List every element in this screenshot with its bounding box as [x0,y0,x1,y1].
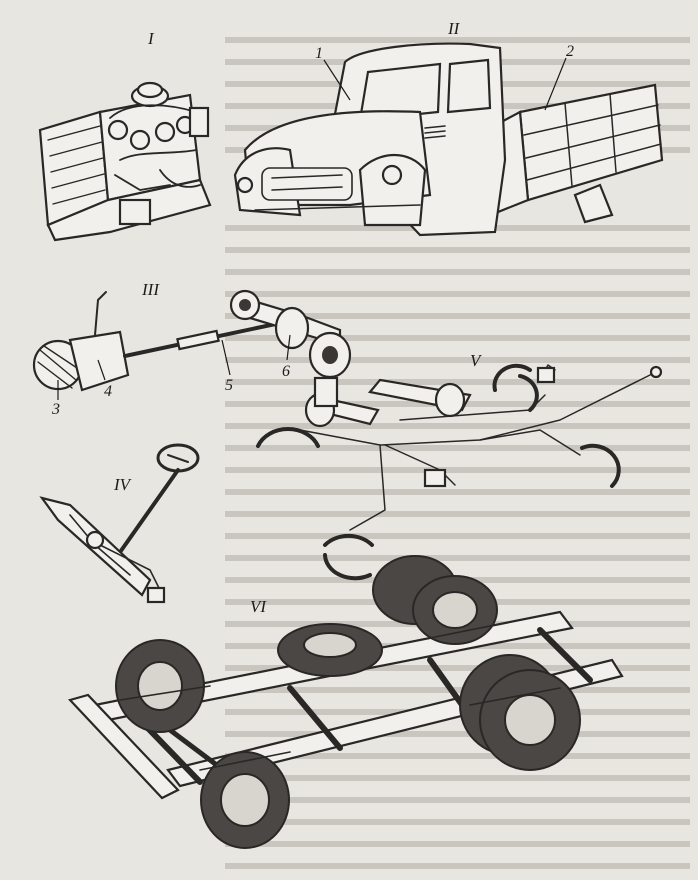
label-section-steering: IV [113,475,133,494]
brake-system-illustration [256,363,663,581]
callout-5: 5 [225,377,233,394]
cab-and-body-illustration [233,42,664,237]
label-section-cab-body: II [447,19,461,38]
label-section-chassis: VI [250,597,267,616]
callout-3: 3 [51,401,60,418]
callout-4: 4 [104,383,112,400]
callout-1: 1 [315,45,323,62]
chassis-illustration [67,555,624,849]
label-section-transmission: III [141,280,160,299]
engine-illustration [38,81,212,242]
transmission-illustration [32,289,352,392]
label-section-engine: I [147,29,155,48]
label-section-brakes: V [470,351,483,370]
callout-6: 6 [282,363,290,380]
callout-leaders [57,57,567,400]
steering-illustration [39,443,200,604]
callout-2: 2 [566,43,574,60]
